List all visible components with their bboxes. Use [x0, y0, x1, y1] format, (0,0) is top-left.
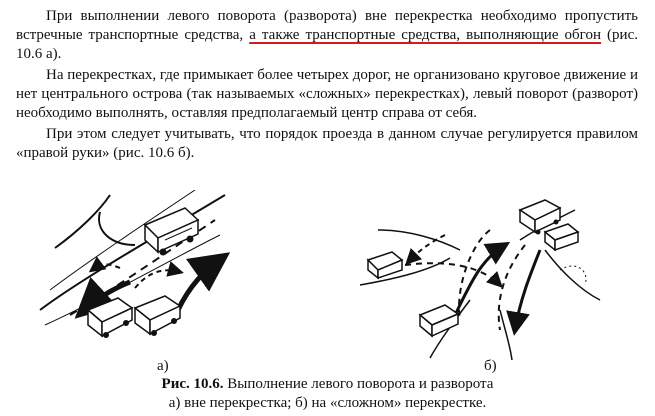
car-left [86, 297, 134, 338]
figure-illustration [39, 190, 601, 361]
car-right [133, 295, 182, 336]
bus [143, 207, 200, 256]
truck [518, 199, 562, 235]
figure-label-b: б) [484, 358, 497, 374]
paragraph-1: При выполнении левого поворота (разворот… [16, 7, 638, 64]
figure-label-a: а) [157, 358, 169, 374]
paragraph-2: На перекрестках, где примыкает более чет… [16, 67, 638, 121]
paragraph-3: При этом следует учитывать, что порядок … [16, 126, 638, 161]
figure-caption: Рис. 10.6. Выполнение левого поворота и … [0, 376, 655, 393]
paragraph-1-start: При выполнении левого поворота (разворот… [16, 8, 638, 43]
illustration-a [39, 190, 231, 338]
illustration-b [359, 199, 601, 361]
figure-caption-title: Выполнение левого поворота и разворота [223, 376, 494, 392]
car-b-bottom [418, 304, 460, 338]
underlined-phrase: а также транспортные средства, выполняющ… [249, 27, 601, 43]
car-b-left [366, 251, 404, 280]
body-text: При выполнении левого поворота (разворот… [16, 7, 638, 165]
car-b-right [543, 223, 580, 252]
paragraph-1-end: (рис. 10.6 а). [16, 27, 638, 62]
figure-caption-number: Рис. 10.6. [161, 376, 224, 392]
figure-caption-subtitle: а) вне перекрестка; б) на «сложном» пере… [168, 395, 487, 411]
